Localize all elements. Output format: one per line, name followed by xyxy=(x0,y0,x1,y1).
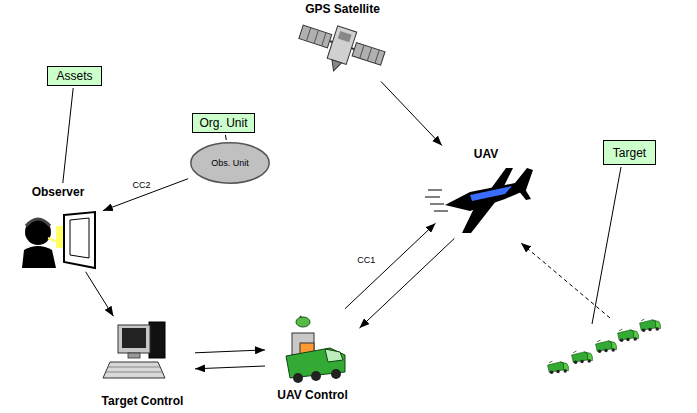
satellite-icon xyxy=(293,16,388,84)
icon-caption: UAV Control xyxy=(267,388,358,402)
control-truck-icon xyxy=(286,316,345,383)
arrow-connector xyxy=(103,179,188,211)
uav-node: UAV xyxy=(437,147,535,237)
icon-caption: Observer xyxy=(15,185,101,199)
observer-node: Observer xyxy=(15,185,101,270)
sensing-arrow xyxy=(521,243,610,318)
unit-ellipse: Obs. Unit xyxy=(190,142,270,184)
channel-label: CC2 xyxy=(131,180,151,190)
computer-icon xyxy=(103,322,165,378)
label-box: Target xyxy=(603,140,656,165)
leader-line xyxy=(225,135,227,140)
node-text: Assets xyxy=(56,69,92,83)
label-box: Org. Unit xyxy=(192,113,255,133)
vehicle-column xyxy=(548,319,661,374)
arrow-connector xyxy=(360,238,455,328)
arrow-connector xyxy=(345,223,435,308)
node-text: Obs. Unit xyxy=(211,158,249,168)
icon-caption: UAV xyxy=(437,147,535,161)
arrow-connector xyxy=(381,81,442,145)
label-box: Assets xyxy=(47,66,102,86)
leader-line xyxy=(63,88,73,183)
arrow-connector xyxy=(86,272,114,317)
leader-line xyxy=(592,167,621,324)
observer-icon xyxy=(22,212,95,268)
control-node: UAV Control xyxy=(267,310,358,402)
node-text: Target xyxy=(613,146,646,160)
arrow-connector xyxy=(195,366,265,369)
uav-icon xyxy=(425,168,533,233)
node-text: Org. Unit xyxy=(199,116,247,130)
satellite-node: GPS Satellite xyxy=(292,2,393,80)
icon-caption: GPS Satellite xyxy=(292,2,393,16)
icon-caption: Target Control xyxy=(92,394,193,408)
channel-label: CC1 xyxy=(356,255,376,265)
computer-node: Target Control xyxy=(92,318,193,408)
arrow-connector xyxy=(195,350,265,353)
